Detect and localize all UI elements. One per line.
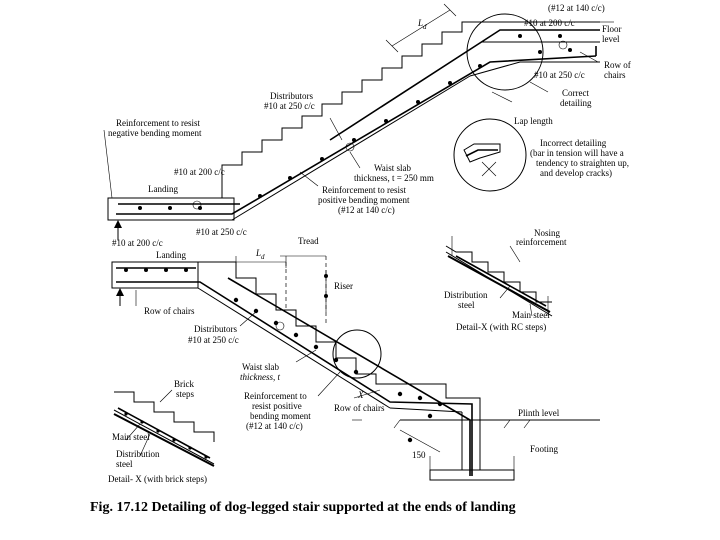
label-pos-bot-4: (#12 at 140 c/c) <box>246 421 303 431</box>
detail-x-brick-steps <box>113 389 215 467</box>
label-plinth: Plinth level <box>518 408 560 418</box>
label-detail-x-rc: Detail-X (with RC steps) <box>456 322 546 332</box>
label-row-chairs-left: Row of chairs <box>144 306 195 316</box>
top-neg-bar <box>329 29 600 141</box>
label-x-mark: X <box>357 390 364 400</box>
label-footing: Footing <box>530 444 559 454</box>
label-pos-top-1: Reinforcement to resist <box>322 185 406 195</box>
detail-x-circle <box>332 329 382 379</box>
label-pos-top-2: positive bending moment <box>318 195 410 205</box>
label-waist-bot-2: thickness, t <box>240 372 280 382</box>
label-detail-x-brick: Detail- X (with brick steps) <box>108 474 207 484</box>
label-ld-bot: Ld <box>255 248 265 261</box>
top-waist-soffit <box>231 75 471 221</box>
label-row-chairs-top-1: Row of <box>604 60 631 70</box>
label-incorrect-2: (bar in tension will have a <box>530 148 624 158</box>
top-ld-dimension <box>391 9 451 47</box>
label-dist-brick-1: Distribution <box>116 449 160 459</box>
label-neg-2: negative bending moment <box>108 128 202 138</box>
label-riser: Riser <box>334 281 353 291</box>
label-waist-top-1: Waist slab <box>374 163 412 173</box>
label-incorrect-4: and develop cracks) <box>540 168 612 178</box>
label-dist-brick-2: steel <box>116 459 133 469</box>
incorrect-detail-inset <box>453 118 527 192</box>
bottom-distributor-dots <box>124 268 443 443</box>
label-correct-2: detailing <box>560 98 592 108</box>
label-row-chairs-bot: Row of chairs <box>334 403 385 413</box>
label-dim-150: 150 <box>412 450 426 460</box>
label-brick-2: steps <box>176 389 194 399</box>
label-landing-bars-250: #10 at 250 c/c <box>196 227 247 237</box>
top-chair-circle <box>345 142 355 152</box>
label-nosing-1: Nosing <box>534 228 561 238</box>
top-flight <box>103 3 614 240</box>
label-dist-bot-2: #10 at 250 c/c <box>188 335 239 345</box>
label-landing-bot-bars: #10 at 200 c/c <box>112 238 163 248</box>
label-landing-bot: Landing <box>156 250 186 260</box>
detail-x-rc-steps <box>445 236 553 317</box>
bottom-flight <box>111 255 600 481</box>
label-waist-bot-1: Waist slab <box>242 362 280 372</box>
labels: (#12 at 140 c/c) Ld #10 at 200 c/c Floor… <box>90 3 631 515</box>
label-nosing-2: reinforcement <box>516 237 567 247</box>
label-incorrect-1: Incorrect detailing <box>540 138 607 148</box>
label-floor-level-1: Floor <box>602 24 622 34</box>
label-tread: Tread <box>298 236 319 246</box>
figure-caption: Fig. 17.12 Detailing of dog-legged stair… <box>90 500 516 515</box>
bottom-main-bar <box>116 281 473 476</box>
label-row-chairs-top-2: chairs <box>604 70 626 80</box>
label-ld-top: Ld <box>417 18 427 31</box>
bottom-flight-steps <box>198 261 481 470</box>
label-neg-1: Reinforcement to resist <box>116 118 200 128</box>
label-main-steel-brick: Main steel <box>112 432 150 442</box>
label-brick-1: Brick <box>174 379 194 389</box>
top-main-bar <box>116 55 597 215</box>
label-floor-bars-250: #10 at 250 c/c <box>534 70 585 80</box>
label-floor-bars: #10 at 200 c/c <box>524 18 575 28</box>
label-dist-top-1: Distributors <box>270 91 313 101</box>
label-pos-top-3: (#12 at 140 c/c) <box>338 205 395 215</box>
bottom-landing-slab <box>111 261 199 289</box>
label-dist-steel-1: Distribution <box>444 290 488 300</box>
label-pos-bot-1: Reinforcement to <box>244 391 307 401</box>
bottom-waist-soffit <box>197 287 391 409</box>
top-distributor-dots <box>138 34 572 210</box>
label-pos-bot-3: bending moment <box>250 411 311 421</box>
label-dist-bot-1: Distributors <box>194 324 237 334</box>
label-correct-1: Correct <box>562 88 589 98</box>
dim-150-line <box>399 429 441 453</box>
correct-detail-circle <box>466 13 544 91</box>
label-floor-level-2: level <box>602 34 620 44</box>
label-top-rebar: (#12 at 140 c/c) <box>548 3 605 13</box>
label-landing-top: Landing <box>148 184 178 194</box>
label-main-steel-x: Main steel <box>512 310 550 320</box>
label-pos-bot-2: resist positive <box>252 401 302 411</box>
label-dist-top-2: #10 at 250 c/c <box>264 101 315 111</box>
top-flight-steps <box>221 21 482 178</box>
label-incorrect-3: tendency to straighten up, <box>536 158 629 168</box>
label-lap: Lap length <box>514 116 553 126</box>
label-waist-top-2: thickness, t = 250 mm <box>354 173 434 183</box>
label-landing-bars-200: #10 at 200 c/c <box>174 167 225 177</box>
label-dist-steel-2: steel <box>458 300 475 310</box>
